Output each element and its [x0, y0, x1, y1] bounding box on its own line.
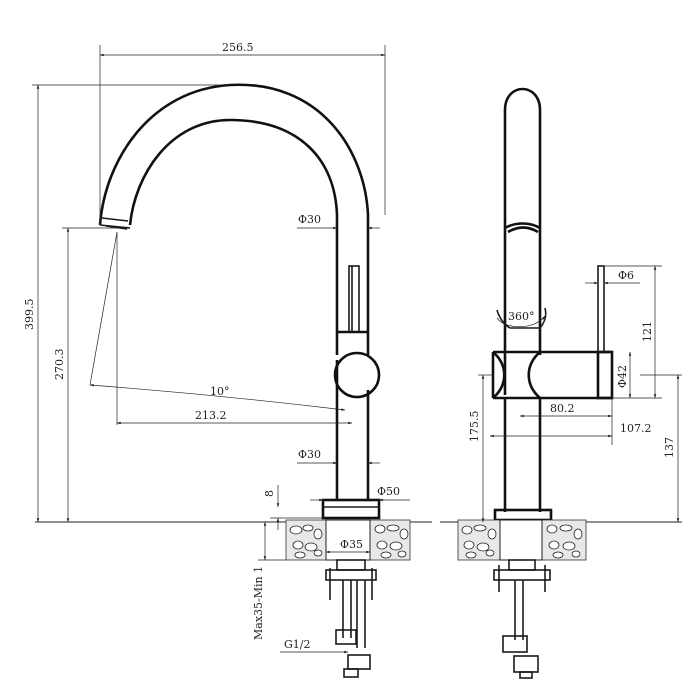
dim-lever-height-label: 121	[641, 321, 654, 342]
dim-body-dia-label: Φ30	[298, 448, 321, 461]
dim-angle-arc	[89, 384, 346, 411]
handle-knob	[333, 351, 381, 399]
dim-handle-top-label: 137	[663, 437, 676, 458]
side-stone-texture	[461, 524, 583, 559]
dim-handle-height-label: 175.5	[468, 411, 481, 443]
dim-base-thickness-label: 8	[263, 490, 276, 497]
dim-deck-label: Max35-Min 1	[252, 566, 265, 640]
mounting-plate	[325, 569, 377, 581]
handle-cap	[596, 350, 614, 400]
aerator-ring	[504, 222, 541, 234]
fitting-tail	[343, 668, 359, 678]
spout-inner	[128, 118, 339, 355]
fitting-right	[347, 654, 371, 670]
dim-lever-dia-label: Φ6	[618, 269, 634, 282]
dim-angle-label: 10°	[210, 385, 230, 398]
side-lock-nut	[508, 559, 536, 571]
dim-handle-dia-label: Φ42	[616, 365, 629, 388]
side-lever	[597, 265, 605, 353]
angle-leg-1	[89, 231, 118, 386]
front-view: 256.5 399.5 270.3 10° 213.2 Φ30 Φ30 Φ50	[23, 41, 432, 678]
side-fitting-1	[502, 635, 528, 653]
dim-total-height-label: 399.5	[23, 299, 36, 331]
base-flange	[321, 498, 381, 520]
dim-reach-label: 213.2	[195, 409, 227, 422]
dim-rotation-arc	[496, 315, 546, 328]
dim-base-dia-label: Φ50	[377, 485, 400, 498]
side-spout-tube	[503, 87, 542, 355]
spout-tip	[99, 217, 131, 230]
lever	[348, 265, 360, 333]
stone-texture	[289, 524, 409, 559]
side-base	[493, 508, 553, 522]
dim-spout-dia-label: Φ30	[298, 213, 321, 226]
spout-outer	[98, 83, 370, 355]
side-body-curve-right	[527, 351, 541, 399]
side-fitting-2	[513, 655, 539, 673]
dim-thread-label: G1/2	[284, 638, 311, 651]
dim-rotation-label: 360°	[508, 310, 535, 323]
lock-nut	[336, 559, 366, 571]
side-view: 360°	[440, 87, 682, 679]
dim-hole-dia-label: Φ35	[340, 538, 363, 551]
mounting-hole	[325, 519, 371, 561]
fitting-left	[335, 629, 357, 645]
side-mounting-hole	[499, 519, 543, 561]
dim-handle-length-label: 80.2	[550, 402, 575, 415]
side-mounting-plate	[493, 569, 551, 581]
swivel-collar	[496, 307, 547, 329]
dim-spout-height-label: 270.3	[53, 349, 66, 381]
side-body-curve-left	[492, 351, 506, 399]
dim-width-label: 256.5	[222, 41, 254, 54]
dim-handle-reach-label: 107.2	[620, 422, 652, 435]
side-fitting-tail	[519, 671, 533, 679]
